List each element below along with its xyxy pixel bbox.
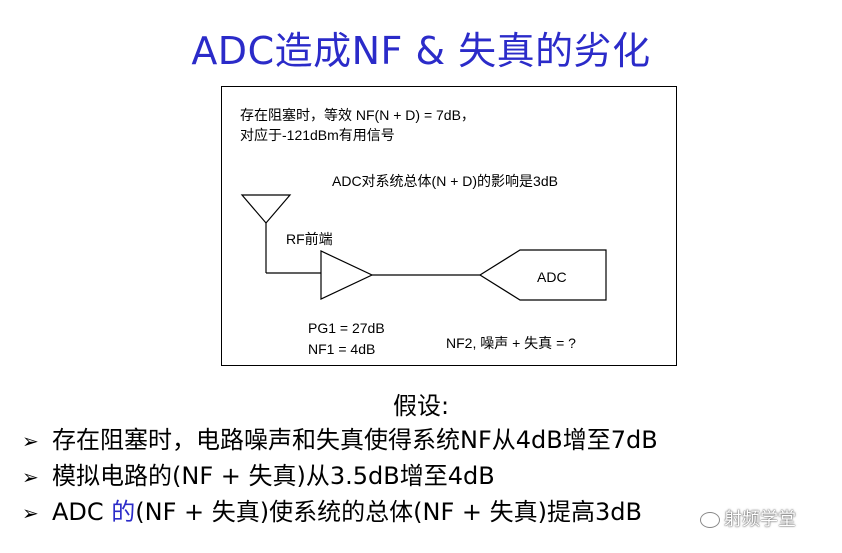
bullet-list: ➢ 存在阻塞时，电路噪声和失真使得系统NF从4dB增至7dB ➢ 模拟电路的(NF … bbox=[22, 420, 658, 528]
watermark: 射频学堂 bbox=[700, 505, 796, 531]
arrow-bullet-icon: ➢ bbox=[22, 465, 39, 489]
adc-label: ADC bbox=[537, 269, 567, 285]
page-title: ADC造成NF & 失真的劣化 bbox=[191, 29, 651, 73]
arrow-bullet-icon: ➢ bbox=[22, 501, 39, 525]
arrow-bullet-icon: ➢ bbox=[22, 429, 39, 453]
bullet-text: 存在阻塞时，电路噪声和失真使得系统NF从4dB增至7dB bbox=[52, 426, 658, 454]
bullet-text-rest: (NF + 失真)使系统的总体(NF + 失真)提高3dB bbox=[135, 498, 642, 526]
pg1-label: PG1 = 27dB bbox=[308, 320, 385, 336]
wechat-icon bbox=[700, 512, 720, 528]
bullet-text-prefix: ADC bbox=[52, 498, 112, 526]
bullet-item: ➢ 模拟电路的(NF + 失真)从3.5dB增至4dB bbox=[22, 456, 658, 492]
signal-level-note: 对应于-121dBm有用信号 bbox=[240, 127, 395, 143]
rf-frontend-label: RF前端 bbox=[286, 231, 333, 247]
adc-effect-note: ADC对系统总体(N + D)的影响是3dB bbox=[332, 173, 558, 189]
bullet-item: ➢ 存在阻塞时，电路噪声和失真使得系统NF从4dB增至7dB bbox=[22, 420, 658, 456]
bullet-text-highlight: 的 bbox=[111, 498, 136, 526]
watermark-text: 射频学堂 bbox=[724, 509, 796, 530]
amplifier-symbol bbox=[320, 250, 374, 300]
nf1-label: NF1 = 4dB bbox=[308, 341, 376, 357]
antenna-icon bbox=[240, 194, 292, 224]
nf2-label: NF2, 噪声 + 失真 = ? bbox=[446, 335, 576, 351]
adc-block bbox=[478, 249, 607, 301]
diagram-drawing bbox=[240, 194, 607, 301]
bullet-text: 模拟电路的(NF + 失真)从3.5dB增至4dB bbox=[52, 462, 495, 490]
blocking-nf-note: 存在阻塞时，等效 NF(N + D) = 7dB， bbox=[240, 107, 475, 123]
bullet-item: ➢ ADC 的(NF + 失真)使系统的总体(NF + 失真)提高3dB bbox=[22, 492, 658, 528]
block-diagram: 存在阻塞时，等效 NF(N + D) = 7dB， 对应于-121dBm有用信号… bbox=[221, 86, 677, 366]
assumption-heading: 假设: bbox=[392, 392, 450, 420]
